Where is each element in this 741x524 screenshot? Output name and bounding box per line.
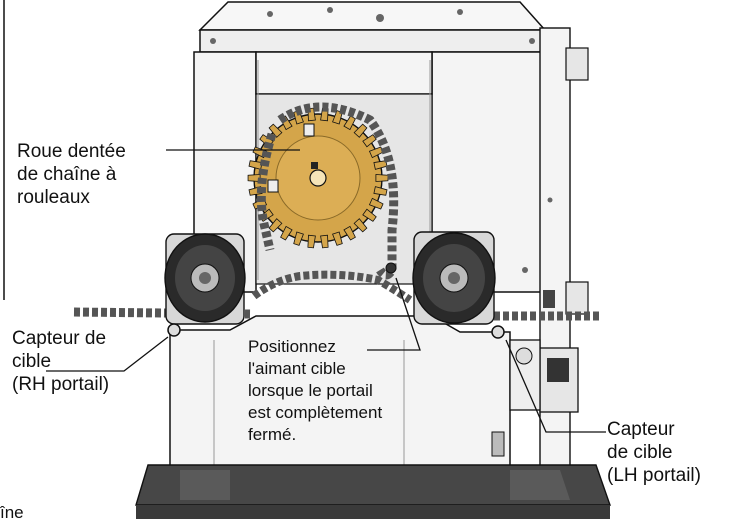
label-magnet-line-1: Positionnez <box>248 337 336 356</box>
label-magnet-line-5: fermé. <box>248 425 297 444</box>
sprocket-tooth <box>332 231 343 246</box>
label-sensor-lh-line-3: (LH portail) <box>607 465 701 486</box>
lower-housing <box>169 315 541 471</box>
sprocket-tooth <box>362 208 377 222</box>
sprocket-tooth <box>353 123 368 138</box>
label-sprocket: Roue dentée de chaîne à rouleaux <box>17 140 126 209</box>
roller-left <box>164 233 246 325</box>
sprocket-tooth <box>293 231 304 246</box>
sprocket-tooth <box>320 234 329 249</box>
sprocket-tooth <box>268 218 283 233</box>
sprocket-tooth <box>375 174 389 182</box>
sprocket-tooth <box>307 234 316 249</box>
sprocket-tooth <box>373 186 388 196</box>
leader-magnet <box>367 277 421 351</box>
sprocket-tooth <box>343 115 356 131</box>
label-sensor-rh-line-1: Capteur de <box>12 328 107 349</box>
label-sprocket-line-2: de chaîne à <box>17 164 117 185</box>
label-sensor-rh-line-2: cible <box>12 351 52 372</box>
top-cover <box>198 1 547 53</box>
leader-sensor-rh <box>46 336 169 372</box>
label-sensor-rh-line-3: (RH portail) <box>12 374 110 395</box>
target-magnet <box>385 262 397 274</box>
target-sensor-rh <box>167 323 181 337</box>
sprocket-tooth <box>247 174 261 182</box>
cutoff-text: îne <box>0 503 24 522</box>
sprocket-tooth <box>280 225 293 241</box>
sprocket <box>247 107 389 249</box>
label-magnet-line-2: l'aimant cible <box>248 359 346 378</box>
label-sprocket-line-1: Roue dentée <box>17 141 126 162</box>
sprocket-tooth <box>353 218 368 233</box>
side-bracket <box>522 27 589 469</box>
sprocket-tooth <box>368 197 384 210</box>
leader-sensor-lh <box>505 339 606 433</box>
label-sensor-lh: Capteur de cible (LH portail) <box>607 418 701 487</box>
label-sensor-lh-line-1: Capteur <box>607 419 675 440</box>
sprocket-tooth <box>362 134 377 148</box>
sprocket-tooth <box>268 123 283 138</box>
label-magnet-line-4: est complètement <box>248 403 383 422</box>
label-magnet-line-3: lorsque le portail <box>248 381 373 400</box>
label-sprocket-line-3: rouleaux <box>17 187 90 208</box>
target-sensor-lh <box>491 325 505 339</box>
label-sensor-lh-line-2: de cible <box>607 442 673 463</box>
sprocket-tooth <box>343 225 356 241</box>
roller-right <box>412 231 496 325</box>
label-sensor-rh: Capteur de cible (RH portail) <box>12 327 109 396</box>
label-magnet: Positionnez l'aimant cible lorsque le po… <box>248 336 382 446</box>
base-pad <box>135 464 611 519</box>
